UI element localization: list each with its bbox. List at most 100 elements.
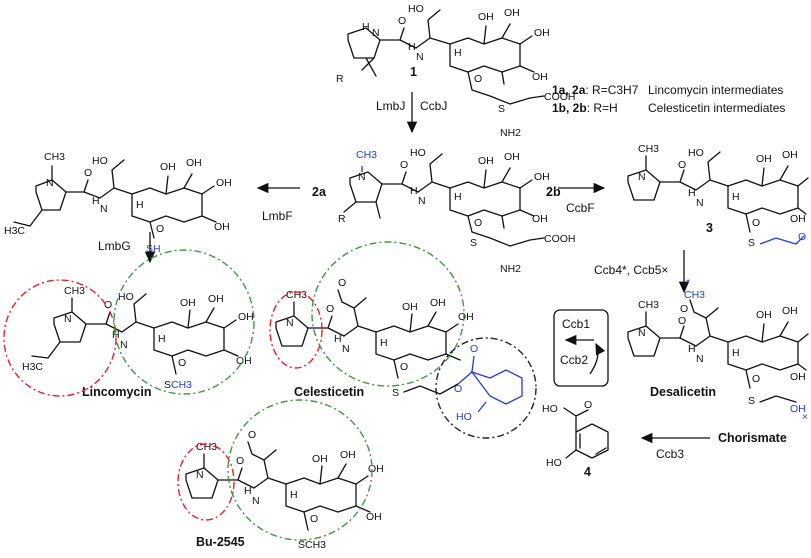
atom-OH: OH xyxy=(756,309,772,321)
atom-NH2: NH2 xyxy=(500,263,521,275)
compound-4-structure: O HO HO xyxy=(542,399,609,469)
atom-N: N xyxy=(416,51,424,63)
atom-OH: OH xyxy=(478,11,494,23)
atom-O: O xyxy=(680,303,688,315)
atom-OH: OH xyxy=(458,311,474,323)
atom-N: N xyxy=(342,343,350,355)
atom-O-blue: O xyxy=(798,231,806,243)
atom-H: H xyxy=(410,185,418,197)
atom-S: S xyxy=(498,103,505,115)
atom-O: O xyxy=(474,217,482,229)
legend-row1-ids: 1a, 2a xyxy=(552,83,586,97)
atom-H: H xyxy=(334,333,342,345)
atom-H: H xyxy=(732,191,740,203)
atom-OH: OH xyxy=(534,171,550,183)
atom-CH3: CH3 xyxy=(196,441,217,453)
atom-O: O xyxy=(178,357,186,369)
atom-N: N xyxy=(252,495,260,507)
atom-N: N xyxy=(64,313,72,325)
atom-O: O xyxy=(400,159,408,171)
atom-H: H xyxy=(92,195,100,207)
legend-row2-r: : R=H xyxy=(587,101,618,115)
atom-HO: HO xyxy=(542,403,558,415)
atom-H: H xyxy=(158,333,166,345)
legend-row1-r: : R=C3H7 xyxy=(585,83,638,97)
atom-O: O xyxy=(474,73,482,85)
atom-SCH3: SCH3 xyxy=(164,379,192,391)
atom-N: N xyxy=(358,171,366,183)
atom-OH: OH xyxy=(340,449,356,461)
atom-OH: OH xyxy=(186,157,202,169)
enzyme-ccb1: Ccb1 xyxy=(562,317,590,331)
ring-green-lincomycin xyxy=(113,249,255,395)
celesticetin-structure: O CH3 OH OH OH O N H N H O S O O HO xyxy=(275,277,523,423)
atom-OH: OH xyxy=(782,305,798,317)
atom-H: H xyxy=(454,191,462,203)
atom-CH3: CH3 xyxy=(638,299,659,311)
atom-O: O xyxy=(104,299,112,311)
atom-R: R xyxy=(336,73,344,85)
ring-black-salicylate xyxy=(435,337,537,439)
atom-OH: OH xyxy=(478,155,494,167)
atom-S: S xyxy=(748,395,755,407)
legend-row2-desc: Celesticetin intermediates xyxy=(648,101,785,115)
atom-OH: OH xyxy=(216,177,232,189)
atom-N: N xyxy=(196,469,204,481)
atom-OH: OH xyxy=(532,71,548,83)
atom-OH: OH xyxy=(532,213,548,225)
atom-N: N xyxy=(372,27,380,39)
atom-OH: OH xyxy=(504,7,520,19)
atom-N: N xyxy=(46,177,54,189)
legend-row1-desc: Lincomycin intermediates xyxy=(648,83,783,97)
atom-OH: OH xyxy=(782,149,798,161)
atom-OH: OH xyxy=(534,27,550,39)
atom-H: H xyxy=(408,41,416,53)
atom-OH: OH xyxy=(790,213,806,225)
atom-CH3-blue: CH3 xyxy=(684,289,705,301)
atom-OH: OH xyxy=(504,151,520,163)
atom-cross: × xyxy=(802,411,808,423)
atom-OH: OH xyxy=(756,153,772,165)
atom-OH: OH xyxy=(368,463,384,475)
compound-label-celesticetin: Celesticetin xyxy=(294,385,364,399)
atom-O: O xyxy=(156,223,164,235)
atom-CH3: CH3 xyxy=(44,151,65,163)
compound-label-bu2545: Bu-2545 xyxy=(196,535,245,549)
compound-2-structure: CH3 HO OH OH OH OH O N H N H O S COOH NH… xyxy=(338,147,576,275)
atom-NH2: NH2 xyxy=(500,127,521,139)
atom-H: H xyxy=(244,485,252,497)
atom-HO-blue: HO xyxy=(456,411,472,423)
atom-H: H xyxy=(362,21,370,33)
atom-HO: HO xyxy=(408,3,424,15)
atom-O: O xyxy=(338,277,346,289)
atom-OH: OH xyxy=(236,355,252,367)
atom-SCH3: SCH3 xyxy=(298,539,326,551)
enzyme-lmbg: LmbG xyxy=(98,239,131,253)
atom-H: H xyxy=(112,329,120,341)
atom-OH: OH xyxy=(208,293,224,305)
compound-label-lincomycin: Lincomycin xyxy=(82,385,151,399)
atom-O: O xyxy=(248,429,256,441)
atom-OH: OH xyxy=(366,511,382,523)
atom-O: O xyxy=(678,159,686,171)
atom-N: N xyxy=(120,339,128,351)
atom-OH: OH xyxy=(430,297,446,309)
atom-HO: HO xyxy=(410,147,426,159)
atom-star: * xyxy=(686,277,690,289)
atom-N: N xyxy=(638,171,646,183)
legend: 1a, 2a: R=C3H7 Lincomycin intermediates … xyxy=(552,83,785,115)
atom-N: N xyxy=(286,317,294,329)
atom-O: O xyxy=(398,15,406,27)
atom-H: H xyxy=(136,199,144,211)
atom-OH: OH xyxy=(790,371,806,383)
ccb1-ccb2-box: Ccb1 Ccb2 xyxy=(553,309,609,387)
ring-green-bu2545 xyxy=(227,399,373,541)
atom-HO: HO xyxy=(118,291,134,303)
svg-text:1b, 2b: R=H: 1b, 2b: R=H xyxy=(552,101,618,115)
compound-label-3: 3 xyxy=(706,221,713,235)
atom-HO: HO xyxy=(546,457,562,469)
atom-S: S xyxy=(392,387,399,399)
enzyme-lmbj: LmbJ xyxy=(376,99,405,113)
compound-left-intermediate: CH3 HO OH OH OH OH O N H N H O SH H3C xyxy=(4,151,232,255)
